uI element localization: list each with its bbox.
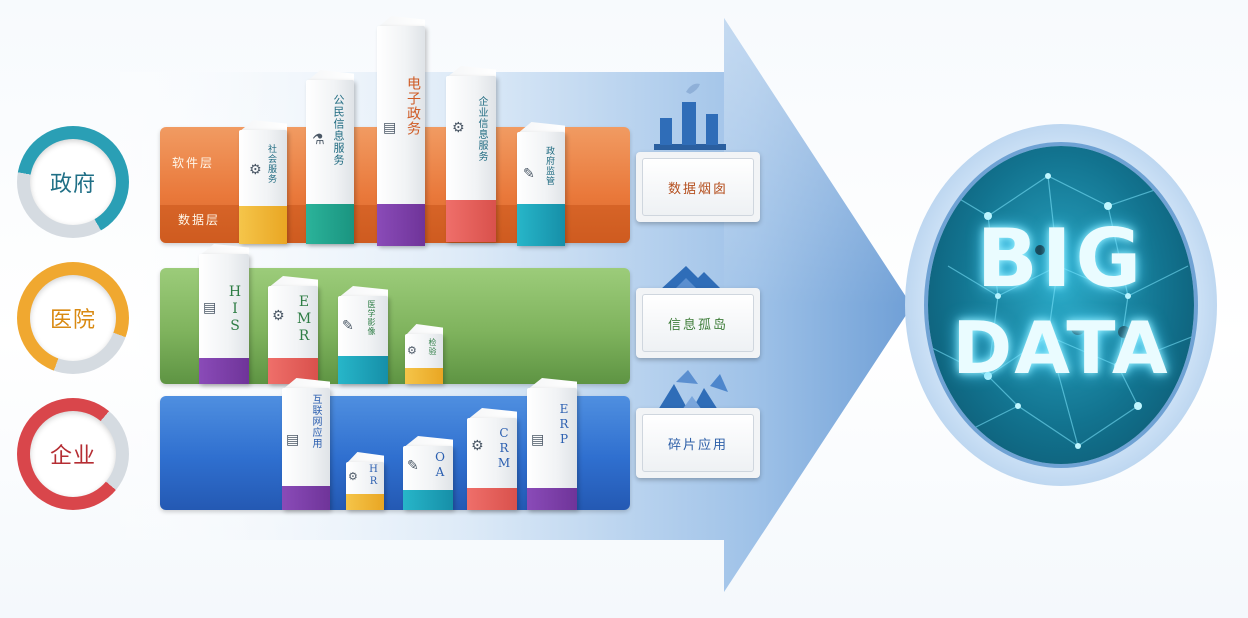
building-label: 医学影像 (367, 300, 376, 336)
tag-info-island: 信息孤岛 (636, 288, 760, 358)
building-e-government: ▤ 电子政务 (377, 16, 425, 246)
big-data-circle: BIG DATA (928, 146, 1194, 464)
sector-ring-government: 政府 (17, 126, 129, 238)
building-his: ▤ HIS (199, 244, 249, 384)
building-internet-app: ▤ 互联网应用 (282, 378, 330, 510)
building-label: OA (433, 450, 447, 480)
building-label: 公民信息服务 (332, 94, 345, 166)
building-social-service: ⚙ 社会服务 (239, 120, 287, 244)
software-layer-label: 软件层 (172, 156, 215, 170)
building-label: 企业信息服务 (476, 96, 487, 162)
sector-ring-hospital: 医院 (17, 262, 129, 374)
building-crm: ⚙ CRM (467, 408, 517, 510)
gear-icon: ⚙ (272, 308, 285, 324)
building-oa: ✎ OA (403, 436, 453, 510)
edit-icon: ✎ (342, 318, 354, 334)
tag-label: 数据烟囱 (667, 181, 728, 197)
fragments-icon (658, 370, 728, 410)
island-icon (660, 266, 722, 290)
gear-icon: ⚙ (348, 470, 358, 483)
building-label: 社会服务 (266, 144, 276, 184)
building-label: HR (368, 464, 379, 488)
building-citizen-info: ⚗ 公民信息服务 (306, 70, 354, 244)
building-label: ERP (557, 402, 571, 447)
big-data-word-data: DATA (952, 306, 1170, 390)
building-label: 检验 (428, 338, 437, 356)
gear-icon: ⚙ (471, 438, 484, 454)
sector-label-government: 政府 (49, 172, 96, 197)
building-label: HIS (227, 284, 243, 335)
building-erp: ▤ ERP (527, 378, 577, 510)
gear-icon: ⚙ (249, 162, 262, 178)
building-label: 电子政务 (405, 76, 421, 136)
building-medical-imaging: ✎ 医学影像 (338, 286, 388, 384)
chimney-icon (654, 83, 726, 150)
gear-icon: ⚙ (452, 120, 465, 136)
tag-fragment-apps: 碎片应用 (636, 408, 760, 478)
document-icon: ▤ (383, 120, 397, 136)
sector-ring-enterprise: 企业 (17, 398, 129, 510)
document-icon: ▤ (286, 432, 300, 448)
building-government-supervision: ✎ 政府监管 (517, 122, 565, 246)
edit-icon: ✎ (523, 166, 535, 182)
tag-label: 信息孤岛 (667, 317, 728, 333)
building-hr: ⚙ HR (346, 452, 384, 510)
building-label: CRM (497, 426, 511, 471)
building-label: 政府监管 (544, 146, 554, 186)
big-data-word-big: BIG (976, 212, 1146, 305)
flask-icon: ⚗ (312, 132, 325, 148)
building-emr: ⚙ EMR (268, 276, 318, 384)
document-icon: ▤ (203, 300, 217, 316)
sector-label-hospital: 医院 (49, 308, 96, 333)
network-graphic (928, 173, 1194, 449)
edit-icon: ✎ (407, 458, 419, 474)
building-label: 互联网应用 (310, 394, 321, 449)
building-lab-test: ⚙ 检验 (405, 324, 443, 384)
document-icon: ▤ (531, 432, 545, 448)
gear-icon: ⚙ (407, 344, 417, 357)
data-layer-label: 数据层 (178, 213, 221, 227)
building-label: EMR (296, 294, 312, 345)
tag-data-chimney: 数据烟囱 (636, 152, 760, 222)
sector-label-enterprise: 企业 (49, 444, 96, 469)
tag-label: 碎片应用 (667, 437, 728, 453)
building-enterprise-info: ⚙ 企业信息服务 (446, 66, 496, 242)
